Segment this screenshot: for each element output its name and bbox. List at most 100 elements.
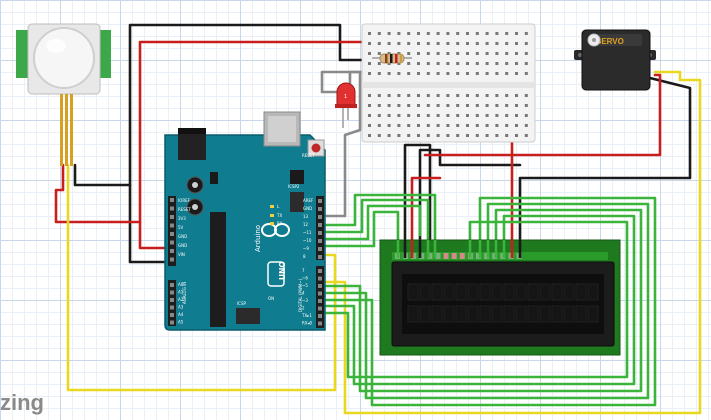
breadboard-hole [417,114,420,117]
lcd-cell [551,305,563,323]
servo-motor[interactable]: SERVO [574,29,656,91]
lcd-cell [563,305,575,323]
breadboard-hole [377,114,381,117]
breadboard-hole [485,72,489,75]
arduino-uno[interactable]: RESET Arduino UNO ICSP2 ICSP L TX RX ON [164,111,326,331]
breadboard-hole [466,62,469,65]
breadboard-hole [426,104,430,107]
digital-header-bottom [316,266,324,328]
analog-pin-label: A3 [178,305,184,310]
arduino-pin-labels: IOREFRESET3V35VGNDGNDVINA0A1A2A3A4A5AREF… [170,198,322,326]
breadboard-hole [524,32,528,35]
header-pin [170,305,174,310]
breadboard-hole [475,134,479,137]
arduino-wordmark: Arduino [254,225,262,252]
breadboard-hole [407,52,411,55]
breadboard-hole [446,104,450,107]
digital-pin-label: ~3 [302,298,308,303]
breadboard-hole [387,114,391,117]
led-pin-label: 1 [344,94,347,100]
lcd-cell [503,305,515,323]
lcd-16x2[interactable] [379,239,621,356]
digital-pin-label: AREF [303,198,314,203]
breadboard-hole [426,124,430,127]
analog-pin-label: A0 [178,282,184,287]
voltage-regulator [210,172,218,184]
power-pin-label: GND [178,243,187,248]
breadboard-hole [475,52,479,55]
digital-label: DIGITAL (PWM~) [298,278,303,312]
breadboard-hole [475,104,479,107]
lcd-pin [411,253,417,259]
power-header [168,196,176,266]
led-rx-label: RX [277,221,283,226]
breadboard-hole [426,114,430,117]
lcd-cell [467,305,479,323]
breadboard-hole [407,114,411,117]
breadboard-hole [397,104,401,107]
header-pin [170,240,174,245]
breadboard-hole [456,42,460,45]
breadboard-hole [446,62,450,65]
breadboard-hole [426,42,430,45]
breadboard-hole [495,94,499,97]
breadboard-hole [368,104,371,107]
led-l [270,205,274,208]
breadboard[interactable] [361,23,536,143]
breadboard-hole [368,134,371,137]
breadboard-hole [456,124,460,127]
lcd-cell [431,283,443,301]
lcd-pin [443,253,449,259]
header-pin [170,206,174,211]
wires [54,23,702,415]
lcd-cell [419,283,431,301]
lcd-cell [539,283,551,301]
lcd-cell [563,283,575,301]
analog-pin-label: A1 [178,290,184,295]
red-led[interactable]: 1 [335,82,357,128]
header-pin [170,249,174,253]
breadboard-hole [377,32,381,35]
header-pin [318,284,322,288]
header-pin [318,247,322,251]
pir-sensor[interactable] [16,23,111,166]
lcd-cell [479,283,491,301]
breadboard-hole [505,134,509,137]
analog-pin-label: A5 [178,320,184,325]
header-pin [318,255,322,259]
breadboard-hole [426,134,430,137]
header-pin [170,198,174,202]
breadboard-hole [475,32,479,35]
breadboard-hole [387,94,391,97]
header-pin [318,207,322,211]
lcd-cell [503,283,515,301]
led-tx [270,214,274,217]
breadboard-channel [362,82,535,88]
digital-header-top [316,196,324,260]
breadboard-hole [446,94,450,97]
arduino-logo-right [274,223,290,237]
breadboard-hole [377,94,381,97]
header-pin [170,223,174,228]
breadboard-hole [417,32,420,35]
header-pin [170,232,174,236]
led-dome [336,82,356,107]
breadboard-hole [426,52,430,55]
breadboard-hole [524,134,528,137]
breadboard-hole [495,52,499,55]
resistor[interactable] [372,53,412,64]
breadboard-hole [436,42,440,45]
breadboard-hole [368,32,371,35]
breadboard-hole [368,42,371,45]
reset-button-cap[interactable] [311,143,321,153]
breadboard-hole [446,124,450,127]
breadboard-hole [446,72,450,75]
breadboard-hole [407,134,411,137]
lcd-cell [467,283,479,301]
breadboard-hole [495,114,499,117]
wire-red-servo [423,73,662,157]
breadboard-hole [485,62,489,65]
breadboard-hole [417,62,420,65]
lcd-pin [435,253,441,259]
header-pin [318,291,322,296]
